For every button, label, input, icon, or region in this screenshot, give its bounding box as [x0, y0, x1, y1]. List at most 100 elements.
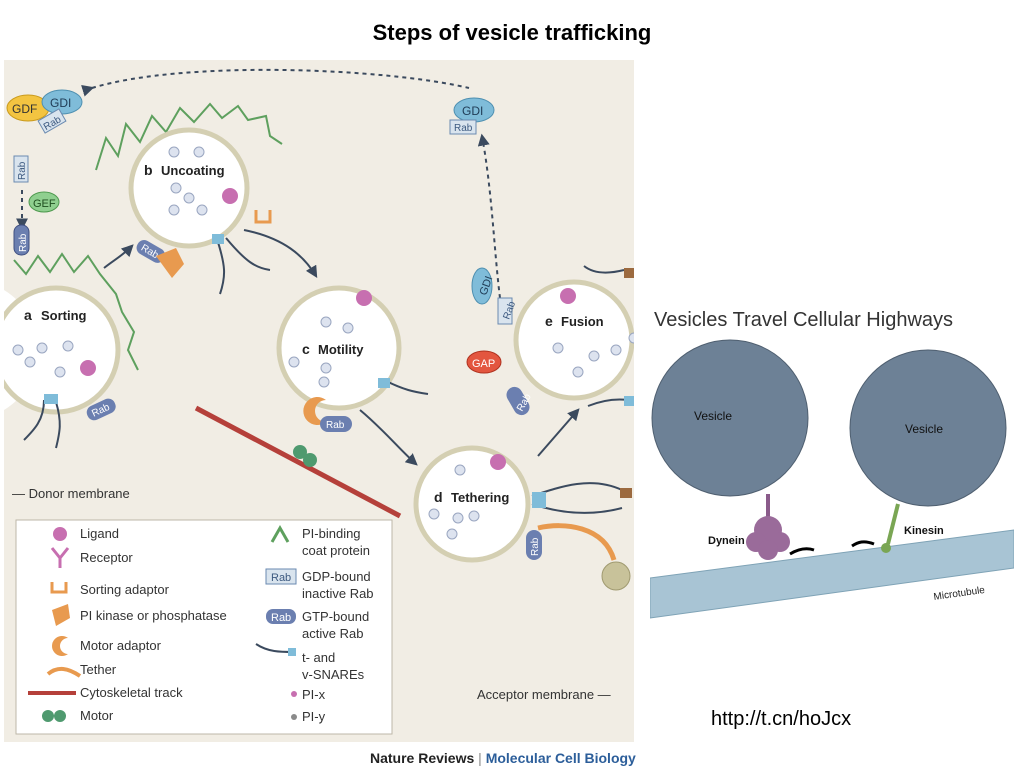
- gdi-label: GDI: [50, 96, 71, 110]
- legend-item: v-SNAREs: [302, 667, 365, 682]
- highways-illustration: Vesicles Travel Cellular Highways Vesicl…: [650, 309, 1014, 619]
- step-a-letter: a: [24, 307, 32, 323]
- credit-journal: Nature Reviews: [370, 750, 475, 766]
- vesicle-2-label: Vesicle: [905, 422, 943, 436]
- vesicle-kinesin: [849, 349, 1007, 507]
- gdf-label: GDF: [12, 102, 37, 116]
- vesicle-motility: c Motility Rab: [194, 285, 429, 519]
- pi-y-swatch: [291, 714, 297, 720]
- highways-title: Vesicles Travel Cellular Highways: [654, 309, 953, 331]
- tether: [537, 523, 617, 561]
- sorting-adaptor-swatch: [50, 582, 68, 594]
- active-rab-swatch: [266, 609, 296, 624]
- legend-item: Motor: [80, 708, 114, 723]
- pi-kinase: [156, 248, 184, 278]
- step-d-label: Tethering: [451, 490, 509, 505]
- rab-label: Rab: [454, 123, 473, 134]
- rab-inactive-vertical: [13, 155, 29, 183]
- step-e-label: Fusion: [561, 314, 604, 329]
- legend-item: PI kinase or phosphatase: [80, 608, 227, 623]
- legend-rab: Rab: [271, 572, 291, 584]
- legend-item: Sorting adaptor: [80, 582, 170, 597]
- inactive-rab-swatch: [265, 568, 297, 585]
- rab-active: [526, 530, 542, 560]
- rab-active: [13, 224, 30, 256]
- ligand: [222, 188, 238, 204]
- dynein-direction-arrow: [789, 547, 815, 556]
- legend-item: Tether: [80, 662, 117, 677]
- arrow-c-to-d: [359, 409, 418, 466]
- rab-label: Rab: [17, 161, 28, 180]
- legend-item: GDP-bound: [302, 569, 371, 584]
- vesicle-fusion: e Fusion: [513, 265, 634, 407]
- ligand: [490, 454, 506, 470]
- legend-item: Ligand: [80, 526, 119, 541]
- arrow-b-to-c: [243, 229, 318, 279]
- legend-item: Receptor: [80, 550, 133, 565]
- rab-active: [320, 416, 352, 432]
- legend-rab: Rab: [271, 612, 291, 624]
- snare: [225, 237, 271, 271]
- ligand: [356, 290, 372, 306]
- legend-item: active Rab: [302, 626, 363, 641]
- page-title: Steps of vesicle trafficking: [372, 20, 652, 45]
- legend-item: PI-y: [302, 709, 326, 724]
- vesicle-uncoating: b Uncoating Rab: [95, 102, 283, 295]
- tether-swatch: [46, 667, 82, 678]
- kinesin-label: Kinesin: [904, 525, 944, 537]
- step-c-letter: c: [302, 341, 310, 357]
- step-b-letter: b: [144, 162, 153, 178]
- sorting-adaptor: [254, 210, 272, 224]
- motor: [293, 445, 307, 459]
- legend-item: PI-x: [302, 687, 326, 702]
- ligand: [80, 360, 96, 376]
- ligand: [560, 288, 576, 304]
- legend-item: t- and: [302, 650, 335, 665]
- legend-item: coat protein: [302, 543, 370, 558]
- legend: Ligand Receptor Sorting adaptor PI kinas…: [15, 519, 393, 735]
- gdi-label: GDI: [462, 104, 483, 118]
- legend-item: Motor adaptor: [80, 638, 162, 653]
- gap-label: GAP: [472, 358, 495, 370]
- gdi-rab-near-fusion: GDI Rab GDI Rab GAP Rab: [449, 97, 534, 416]
- coat-protein-swatch: [270, 524, 290, 543]
- rab-active: [86, 398, 116, 421]
- receptor-swatch: [50, 547, 70, 568]
- arrow-d-to-e: [537, 408, 580, 457]
- vesicle-sorting: a Sorting Rab: [4, 252, 139, 449]
- step-c-label: Motility: [318, 342, 364, 357]
- kinesin-motor: [881, 503, 900, 553]
- arrow-a-to-b: [103, 244, 134, 269]
- step-e-letter: e: [545, 313, 553, 329]
- rab-label: Rab: [326, 420, 345, 431]
- step-a-label: Sorting: [41, 308, 87, 323]
- rab-label: Rab: [530, 537, 541, 556]
- acceptor-membrane-label: Acceptor membrane —: [477, 687, 611, 702]
- vesicle-tethering: d Tethering Rab: [413, 445, 632, 591]
- microtubule-label: Microtubule: [933, 585, 986, 603]
- vesicle-b: [128, 127, 250, 249]
- step-d-letter: d: [434, 489, 443, 505]
- motor-swatch: [54, 710, 66, 722]
- source-url: http://t.cn/hoJcx: [711, 708, 852, 730]
- ligand-swatch: [53, 527, 67, 541]
- gef-protein: [28, 191, 60, 213]
- rab-inactive: [37, 108, 67, 134]
- kinesin-direction-arrow: [851, 540, 875, 548]
- vesicle-1-label: Vesicle: [694, 409, 732, 423]
- vesicle-dynein: [651, 339, 809, 497]
- gdf-gdi-complex: GDF GDI Rab Rab GEF Rab: [6, 89, 83, 256]
- legend-item: inactive Rab: [302, 586, 374, 601]
- legend-item: PI-binding: [302, 526, 361, 541]
- legend-item: Cytoskeletal track: [80, 685, 183, 700]
- dynein-label: Dynein: [708, 535, 745, 547]
- coat-protein-zigzag: [95, 102, 283, 171]
- step-b-label: Uncoating: [161, 163, 225, 178]
- motor-adaptor: [303, 397, 326, 426]
- cytoskeletal-track: [194, 405, 402, 519]
- motor-adaptor-swatch: [52, 636, 68, 656]
- legend-item: GTP-bound: [302, 609, 369, 624]
- coat-protein-zigzag: [13, 252, 139, 371]
- dynein-motor: [746, 494, 790, 560]
- donor-membrane-label: — Donor membrane: [12, 486, 130, 501]
